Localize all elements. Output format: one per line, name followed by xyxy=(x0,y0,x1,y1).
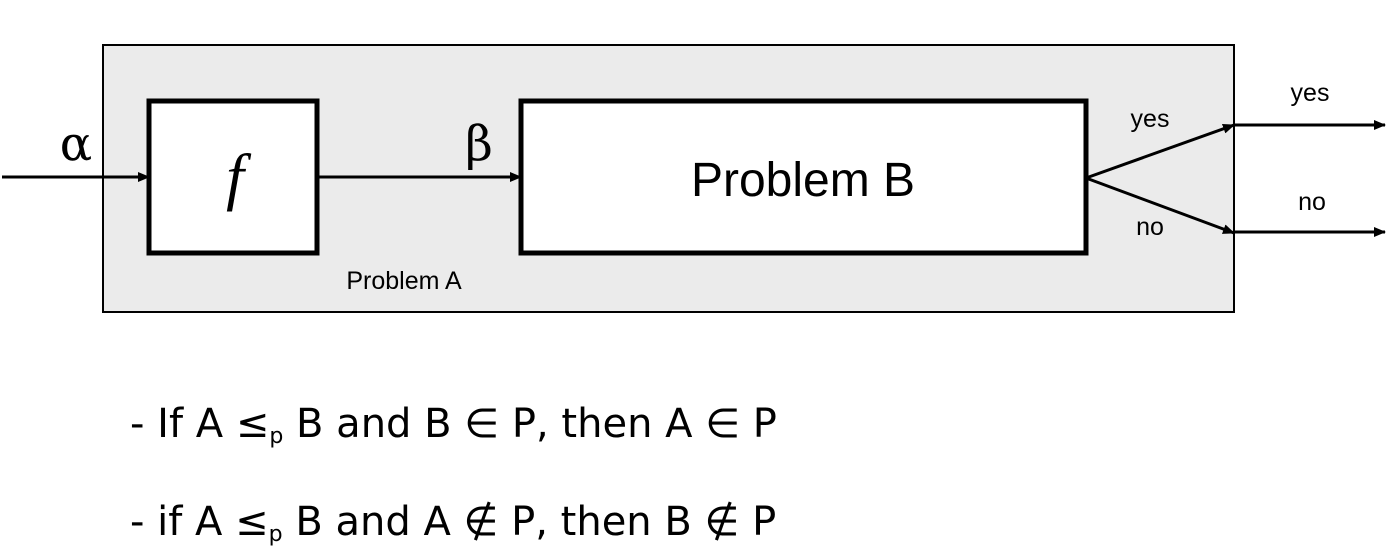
rule-1: - If A ≤p B and B ∈ P, then A ∈ P xyxy=(130,401,777,448)
rule-2-suffix: B and A ∉ P, then B ∉ P xyxy=(282,499,777,545)
inner-yes-arrow xyxy=(1085,123,1235,180)
function-f-box xyxy=(146,98,320,256)
problem-b-box xyxy=(518,98,1089,256)
problem-a-label: Problem A xyxy=(346,267,462,295)
outer-no-label: no xyxy=(1298,188,1326,216)
inner-no-arrow xyxy=(1085,176,1235,235)
beta-label: β xyxy=(465,116,493,172)
rule-1-suffix: B and B ∈ P, then A ∈ P xyxy=(283,401,777,447)
rule-1-subscript: p xyxy=(269,424,284,449)
inner-yes-label: yes xyxy=(1131,105,1170,133)
problem-b-label: Problem B xyxy=(691,154,915,207)
rule-1-prefix: - If A ≤ xyxy=(130,401,270,447)
outer-yes-label: yes xyxy=(1291,79,1330,107)
inner-no-label: no xyxy=(1136,213,1164,241)
alpha-label: α xyxy=(60,116,92,172)
rule-2: - if A ≤p B and A ∉ P, then B ∉ P xyxy=(130,499,777,546)
rule-2-prefix: - if A ≤ xyxy=(130,499,269,545)
rule-2-subscript: p xyxy=(268,522,283,547)
